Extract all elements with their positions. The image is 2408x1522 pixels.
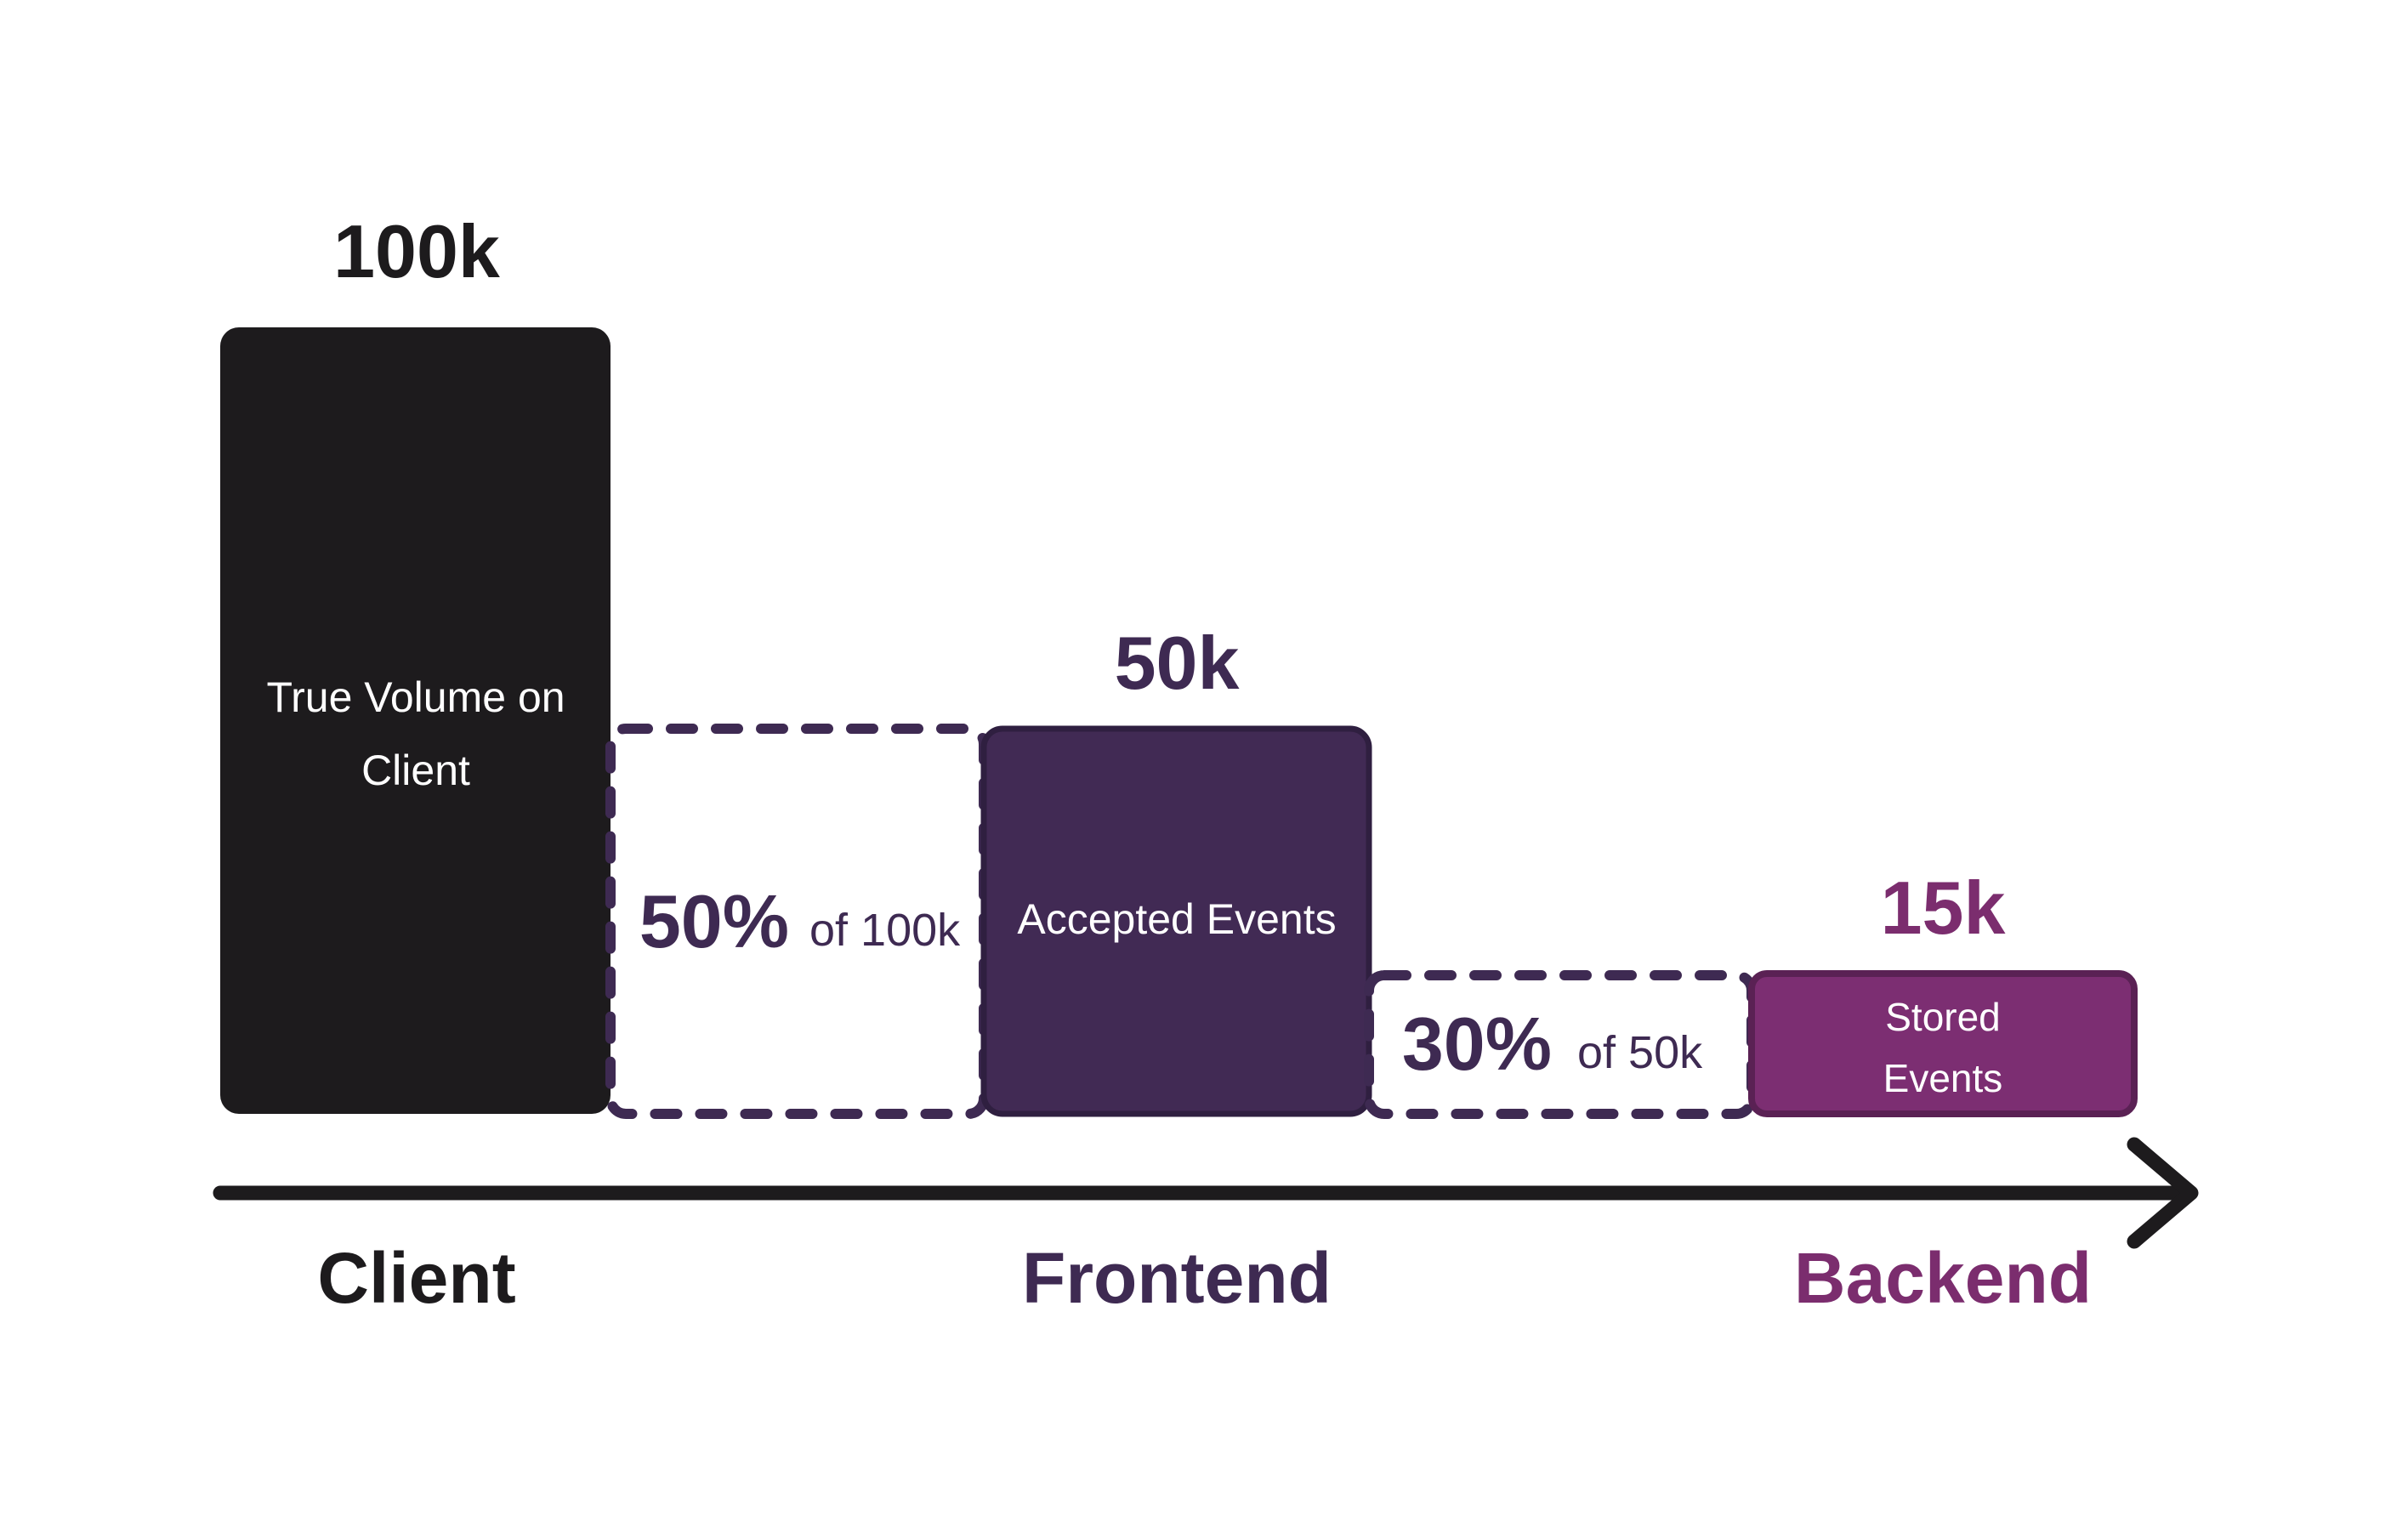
flow-arrow-head-icon bbox=[2127, 1137, 2199, 1249]
client-value-label: 100k bbox=[333, 209, 501, 293]
frontend-drop-of: of 100k bbox=[809, 905, 961, 956]
frontend-bar bbox=[980, 725, 1372, 1117]
client-bar bbox=[220, 327, 611, 1114]
backend-value-label: 15k bbox=[1881, 866, 2007, 950]
axis-label-backend: Backend bbox=[1794, 1238, 2092, 1318]
backend-drop-of: of 50k bbox=[1577, 1027, 1703, 1078]
client-bar-label-line2: Client bbox=[361, 747, 470, 794]
backend-bar-label-line2: Events bbox=[1883, 1056, 2003, 1100]
client-bar-label-line1: True Volume on bbox=[266, 673, 565, 721]
backend-drop-pct: 30% bbox=[1402, 1002, 1552, 1086]
axis-label-client: Client bbox=[317, 1238, 515, 1318]
axis-label-frontend: Frontend bbox=[1022, 1238, 1332, 1318]
frontend-drop-pct: 50% bbox=[639, 879, 789, 963]
backend-bar-label-line1: Stored bbox=[1885, 995, 2001, 1039]
frontend-bar-label: Accepted Events bbox=[1017, 895, 1336, 943]
frontend-value-label: 50k bbox=[1115, 621, 1241, 705]
backend-bar bbox=[1748, 970, 2138, 1117]
flow-arrow bbox=[213, 1137, 2199, 1249]
